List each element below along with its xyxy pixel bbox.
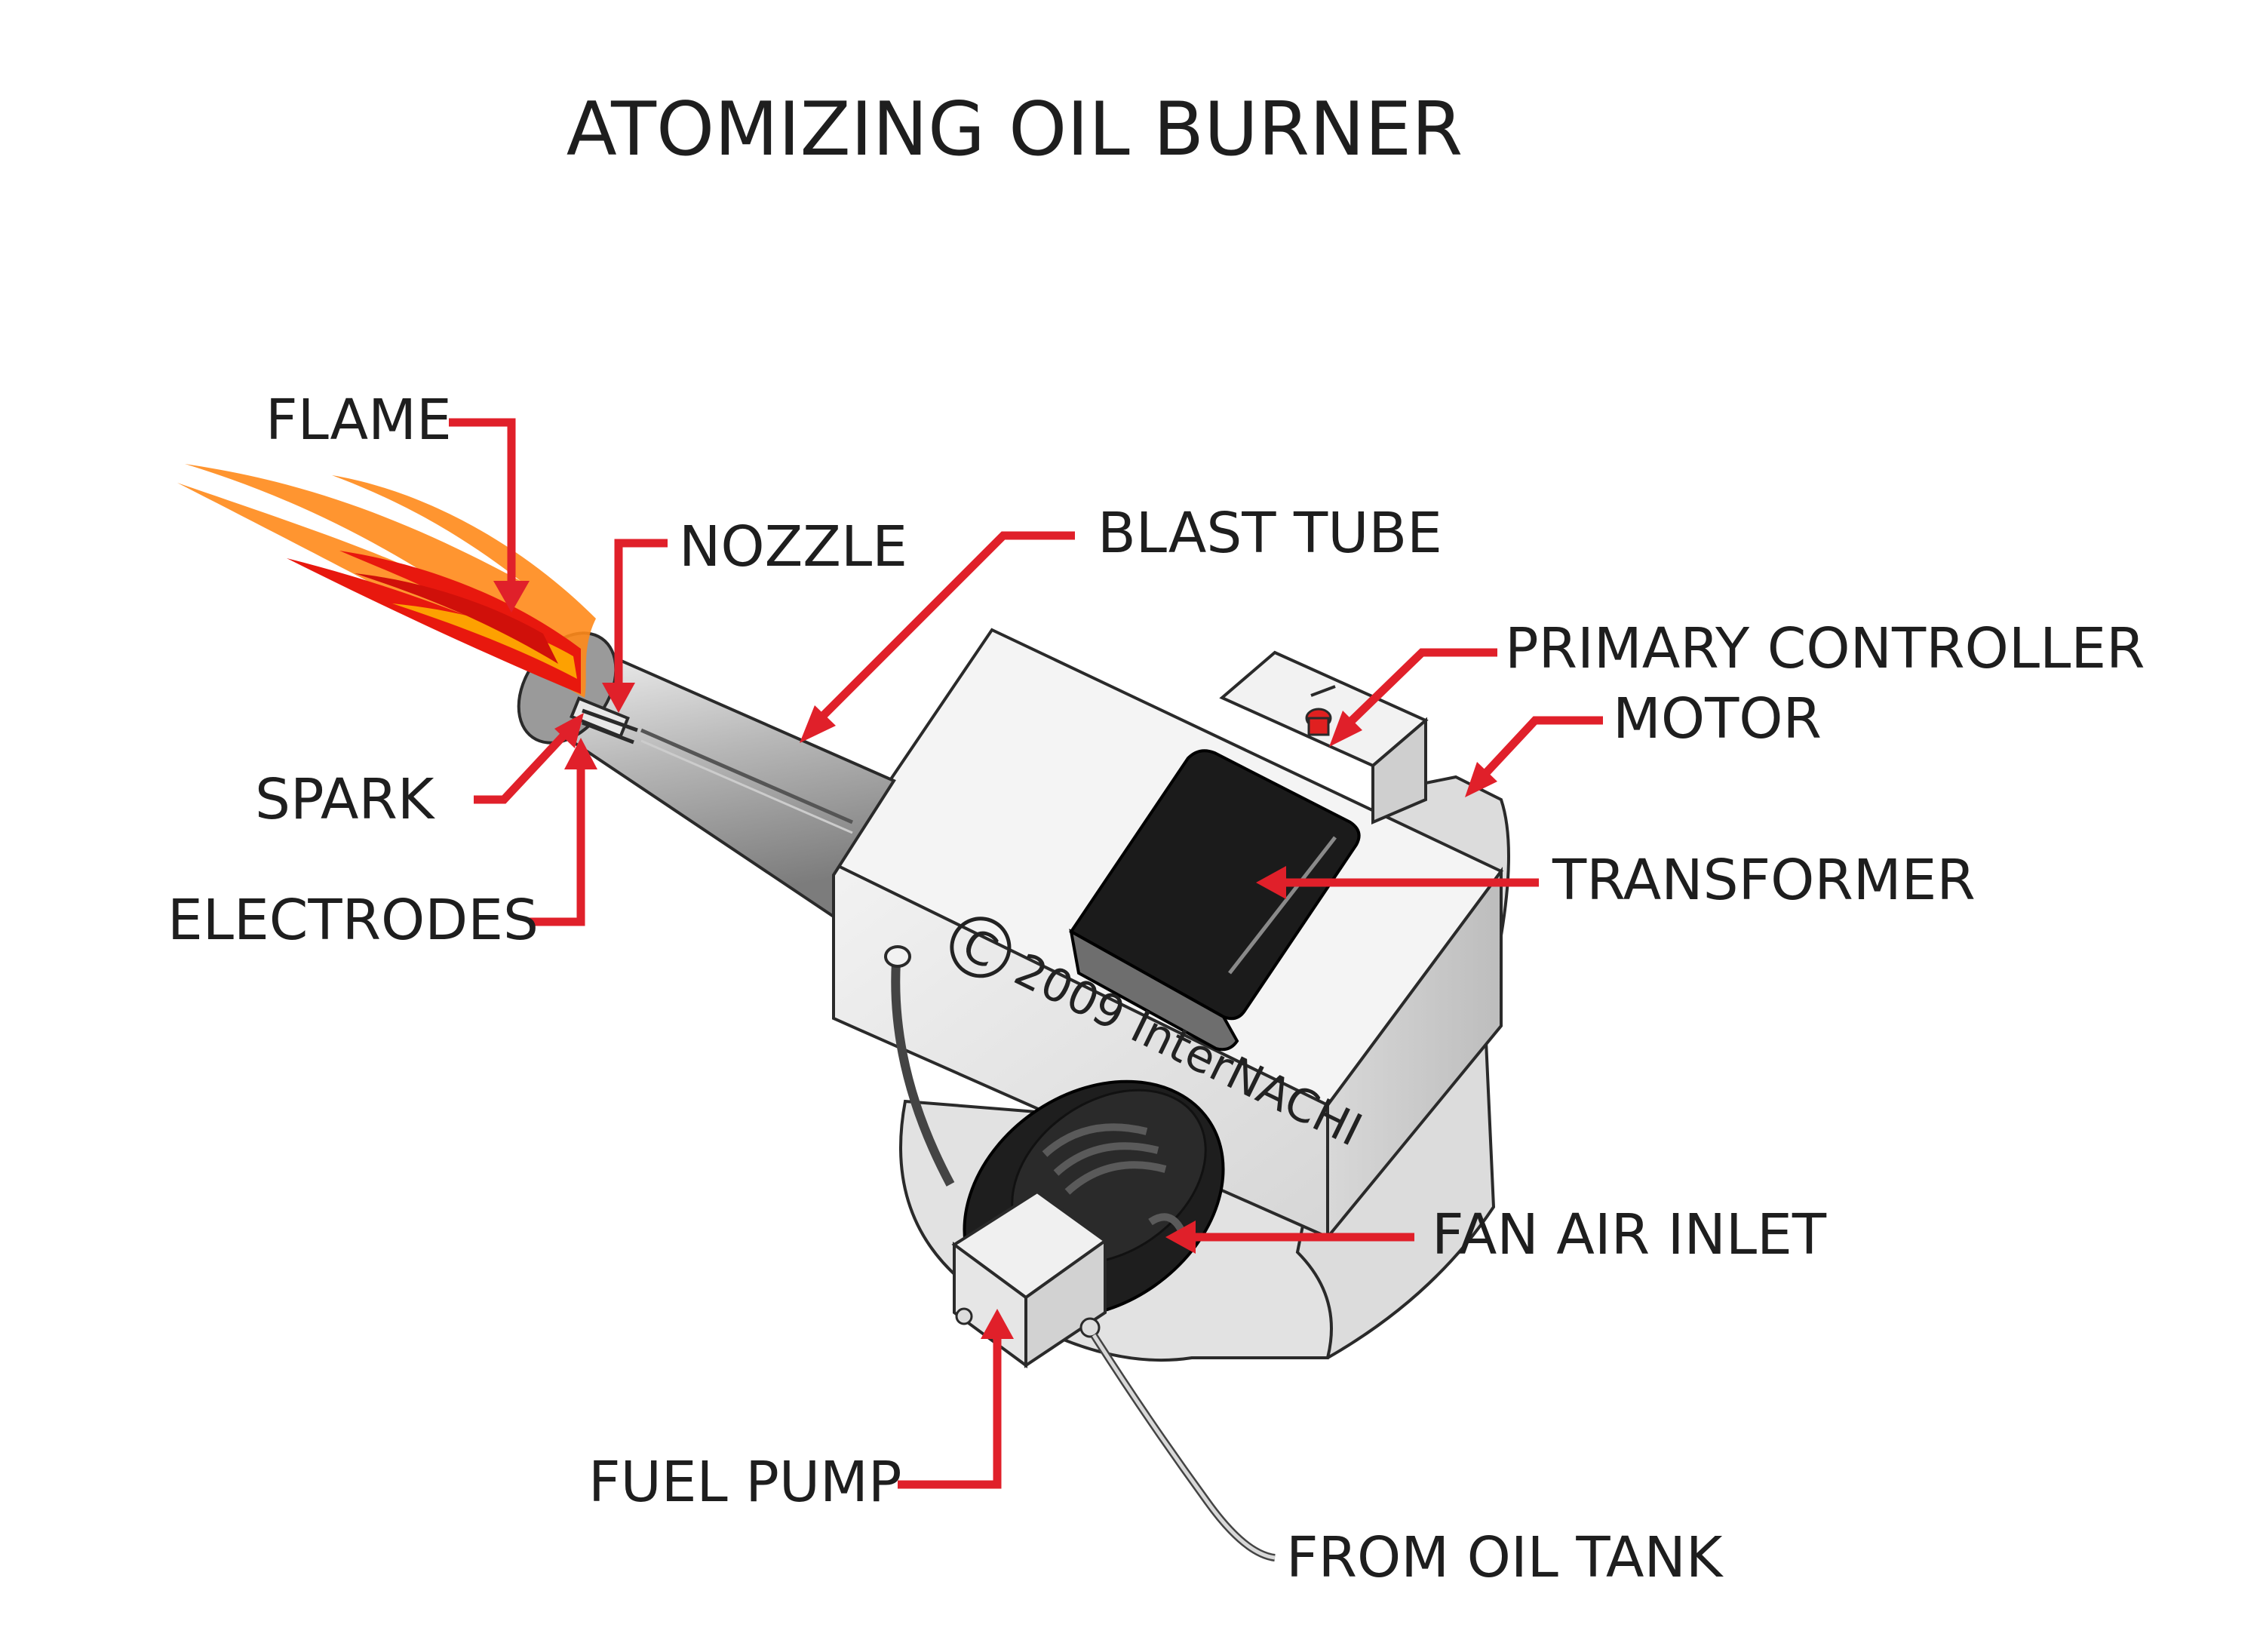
label-fan-air-inlet: FAN AIR INLET [1432,1202,1827,1267]
electrodes-arrowhead [564,738,597,769]
leader-lines [449,418,1603,1489]
label-flame: FLAME [266,388,452,453]
label-motor: MOTOR [1613,686,1822,751]
label-electrodes: ELECTRODES [167,888,539,953]
oil-line-return [884,945,955,1187]
label-transformer: TRANSFORMER [1552,848,1976,913]
primary-controller-arrowhead [1329,711,1362,747]
motor-arrowhead [1465,762,1497,797]
label-spark: SPARK [255,767,436,832]
label-blast-tube: BLAST TUBE [1098,501,1442,566]
flame [177,464,596,698]
primary-controller [1219,650,1429,825]
blast-tube-arrowhead [800,705,836,743]
fuel-pump-leader [898,1335,1002,1489]
spark-arrowhead [554,713,584,748]
primary-controller-leader [1343,648,1497,729]
blast-tube-leader [815,531,1075,723]
motor-leader [1478,716,1603,780]
nozzle-leader [614,539,668,698]
oil-line-supply [1090,1333,1276,1561]
flame-leader [449,418,516,596]
label-from-oil-tank: FROM OIL TANK [1286,1525,1724,1590]
transformer-arrowhead [1256,866,1286,899]
label-fuel-pump: FUEL PUMP [588,1450,902,1515]
labels: FLAME NOZZLE BLAST TUBE PRIMARY CONTROLL… [167,388,2145,1590]
label-primary-controller: PRIMARY CONTROLLER [1505,616,2145,681]
spark-leader [474,729,571,804]
nozzle-arrowhead [602,683,635,713]
electrodes-leader [530,754,585,926]
fan-air-inlet-arrowhead [1165,1221,1196,1254]
nozzle-assembly [570,696,638,745]
flame-arrowhead [493,581,530,613]
burner-illustration: C 2009 InterNACHI [177,464,1510,1561]
label-nozzle: NOZZLE [679,514,907,579]
diagram-title: ATOMIZING OIL BURNER [567,87,1463,173]
fuel-pump-arrowhead [981,1309,1014,1339]
transformer-box [1069,749,1361,1052]
